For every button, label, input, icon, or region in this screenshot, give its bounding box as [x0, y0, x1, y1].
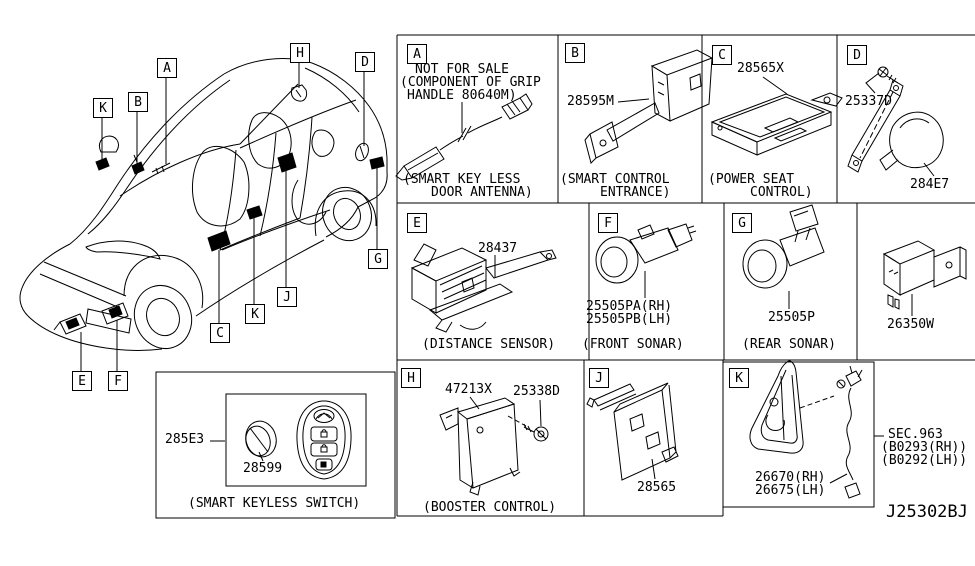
panel-h-part-number-1: 47213X — [445, 382, 492, 397]
panel-b-part-number: 28595M — [567, 94, 614, 109]
panel-c-caption-line1: (POWER SEAT — [708, 172, 795, 187]
panel-d-part-number-1: 25337D — [845, 94, 892, 109]
sail-trim-drawing — [749, 360, 884, 499]
relay-drawing — [882, 240, 967, 316]
panel-g-caption: (REAR SONAR) — [742, 337, 836, 352]
panel-e-caption: (DISTANCE SENSOR) — [422, 337, 556, 352]
callout-box-d: D — [355, 52, 375, 72]
callout-box-c: C — [210, 323, 230, 343]
panel-e-part-number: 28437 — [478, 241, 518, 256]
panel-g-letter: G — [732, 213, 752, 233]
panel-f-letter: F — [598, 213, 618, 233]
relay-part-number: 26350W — [887, 317, 934, 332]
panel-b-caption-line1: (SMART CONTROL — [560, 172, 670, 187]
rear-sonar-drawing — [742, 204, 825, 309]
panel-k-sec-line2: (B0292(LH)) — [881, 453, 968, 468]
door-antenna-drawing — [395, 93, 533, 181]
panel-e-letter: E — [407, 213, 427, 233]
panel-a-note-line3: HANDLE 80640M) — [407, 88, 517, 103]
panel-d-letter: D — [847, 45, 867, 65]
power-seat-control-drawing — [710, 76, 843, 156]
panel-h-letter: H — [401, 368, 421, 388]
panel-f-part-number-2: 25505PB(LH) — [586, 312, 673, 327]
panel-j-letter: J — [589, 368, 609, 388]
callout-box-h: H — [290, 43, 310, 63]
panel-b-caption-line2: ENTRANCE) — [600, 185, 671, 200]
callout-box-a: A — [157, 58, 177, 78]
panel-a-letter: A — [407, 44, 427, 64]
vehicle-component-marks — [53, 84, 385, 335]
panel-a-caption-line2: DOOR ANTENNA) — [431, 185, 533, 200]
panel-grid — [155, 34, 975, 519]
callout-box-e: E — [72, 371, 92, 391]
callout-leader-lines — [80, 62, 378, 371]
panel-h-caption: (BOOSTER CONTROL) — [423, 500, 557, 515]
vehicle-illustration — [19, 58, 388, 351]
panel-b-letter: B — [565, 43, 585, 63]
keyless-switch-drawing — [210, 400, 352, 480]
callout-box-k-front: K — [93, 98, 113, 118]
panel-k-sec-ref: SEC.963 — [888, 427, 943, 442]
panel-a-note-line1: NOT FOR SALE — [415, 62, 509, 77]
callout-box-f: F — [108, 371, 128, 391]
panel-k-letter: K — [729, 368, 749, 388]
panel-g-part-number: 25505P — [768, 310, 815, 325]
keyless-battery-part-number: 28599 — [243, 461, 283, 476]
panel-k-part-number-2: 26675(LH) — [755, 483, 826, 498]
callout-box-k-door: K — [245, 304, 265, 324]
panel-c-part-number: 28565X — [737, 61, 784, 76]
booster-control-drawing — [439, 396, 549, 496]
keyless-part-number: 285E3 — [165, 432, 205, 447]
callout-box-b: B — [128, 92, 148, 112]
panel-f-caption: (FRONT SONAR) — [582, 337, 684, 352]
panel-c-letter: C — [712, 45, 732, 65]
callout-box-g: G — [368, 249, 388, 269]
panel-a-caption-line1: (SMART KEY LESS — [403, 172, 521, 187]
diagram-code: J25302BJ — [886, 502, 968, 522]
panel-c-caption-line2: CONTROL) — [750, 185, 813, 200]
front-sonar-drawing — [595, 223, 697, 298]
panel-a-note-line2: (COMPONENT OF GRIP — [400, 75, 541, 90]
panel-d-drawing — [847, 66, 944, 177]
panel-j-part-number: 28565 — [637, 480, 677, 495]
panel-k-part-number-1: 26670(RH) — [755, 470, 826, 485]
distance-sensor-drawing — [410, 243, 557, 333]
panel-d-part-number-2: 284E7 — [910, 177, 950, 192]
keyless-caption: (SMART KEYLESS SWITCH) — [188, 496, 361, 511]
smart-entrance-module-drawing — [586, 382, 679, 481]
panel-h-part-number-2: 25338D — [513, 384, 560, 399]
panel-k-sec-line1: (B0293(RH)) — [881, 440, 968, 455]
panel-f-part-number-1: 25505PA(RH) — [586, 299, 673, 314]
callout-box-j: J — [277, 287, 297, 307]
